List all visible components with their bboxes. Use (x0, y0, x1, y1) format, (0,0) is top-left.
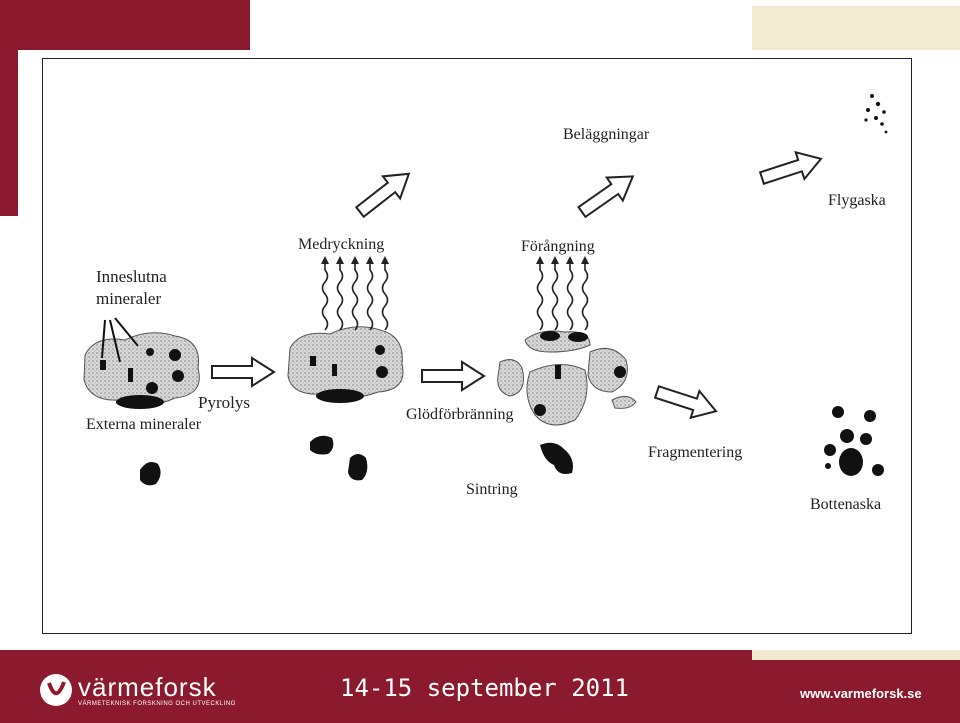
logo-icon (40, 674, 72, 706)
logo-text: värmeforsk (78, 672, 217, 702)
label-fragmentering: Fragmentering (648, 444, 743, 461)
diagram-frame (42, 58, 912, 634)
arrow-icon (421, 361, 485, 391)
arrow-icon (651, 377, 722, 426)
top-right-bar (752, 6, 960, 50)
bottom-ash (824, 406, 884, 476)
label-belaggningar: Beläggningar (563, 126, 650, 143)
label-forangning: Förångning (521, 238, 595, 255)
label-flygaska: Flygaska (828, 192, 886, 209)
website-link[interactable]: www.varmeforsk.se (800, 686, 922, 701)
arrow-icon (211, 357, 275, 387)
particle-3 (497, 255, 637, 474)
particle-1 (83, 317, 200, 486)
label-mineraler: mineraler (96, 289, 162, 308)
left-strip (0, 50, 18, 216)
label-bottenaska: Bottenaska (810, 496, 882, 513)
event-date: 14-15 september 2011 (340, 674, 629, 702)
fly-ash (864, 94, 888, 134)
label-glodforbranning: Glödförbränning (406, 406, 514, 423)
label-externa-mineraler: Externa mineraler (86, 416, 202, 433)
label-inneslutna: Inneslutna (96, 267, 167, 286)
label-pyrolys: Pyrolys (198, 393, 250, 412)
arrow-icon (350, 161, 419, 225)
arrow-icon (572, 163, 642, 225)
footer-bar (0, 650, 960, 723)
top-left-bar (0, 0, 250, 50)
footer-accent (752, 650, 960, 660)
label-sintring: Sintring (466, 481, 518, 498)
particle-2 (287, 255, 404, 481)
label-medryckning: Medryckning (298, 236, 385, 253)
arrow-icon (756, 144, 827, 193)
logo-subtitle: VÄRMETEKNISK FORSKNING OCH UTVECKLING (78, 701, 236, 707)
